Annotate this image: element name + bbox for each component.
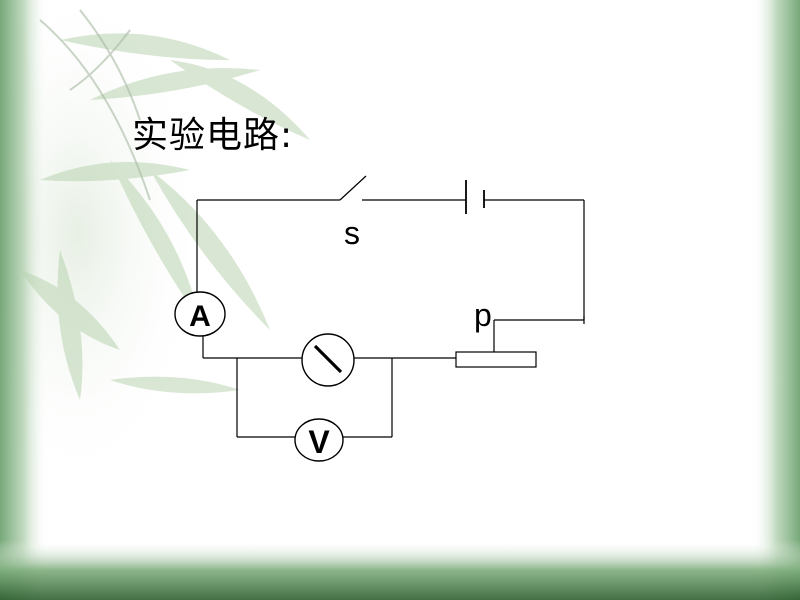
bamboo-stems-decoration	[39, 9, 151, 201]
switch-blade	[339, 175, 367, 201]
lamp-filament	[313, 344, 343, 374]
bamboo-leaves-decoration	[20, 33, 310, 400]
ammeter-label: A	[189, 300, 211, 333]
rheostat	[455, 351, 537, 368]
switch-label: s	[344, 215, 360, 251]
ammeter	[174, 291, 226, 337]
slide-title: 实验电路:	[132, 115, 294, 156]
voltmeter	[294, 418, 344, 462]
slider-label: p	[474, 297, 492, 333]
voltmeter-label: V	[308, 424, 330, 460]
